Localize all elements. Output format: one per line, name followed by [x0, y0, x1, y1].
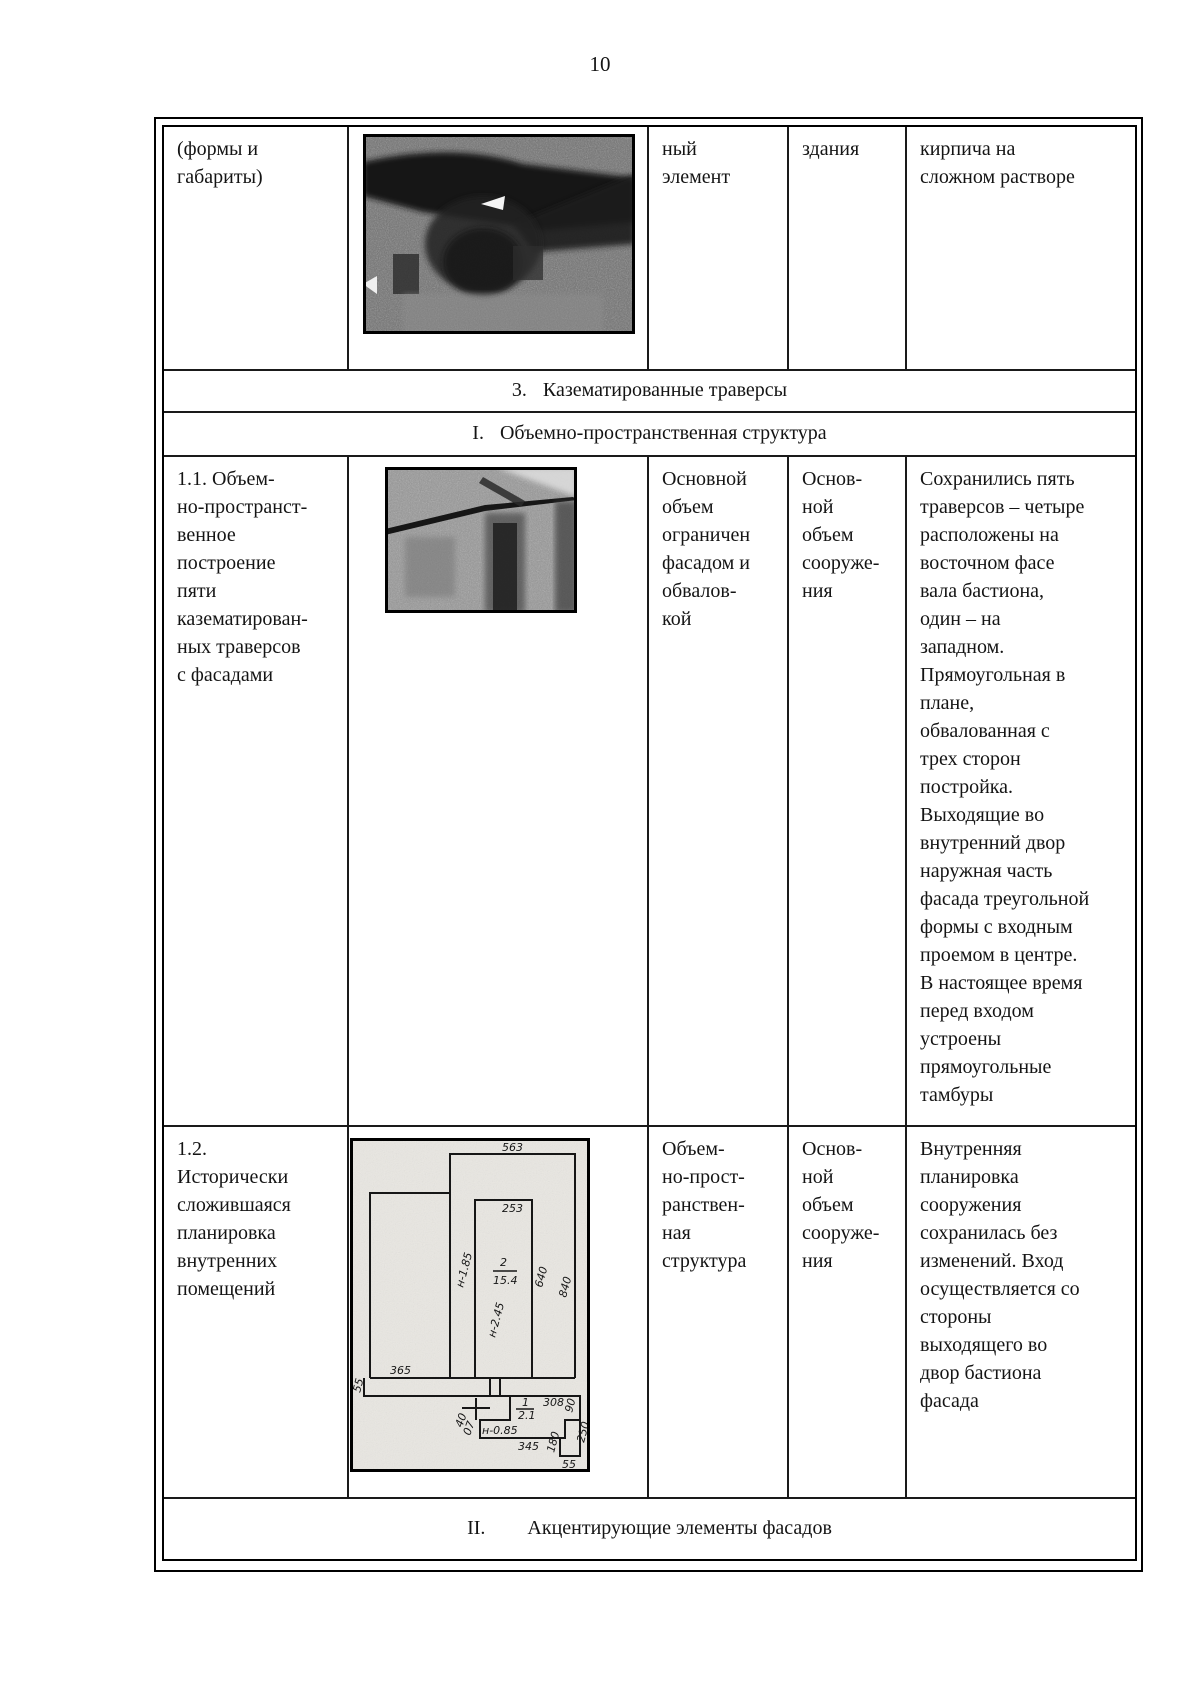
plan-dim-180: 180 [544, 1430, 562, 1454]
table-outer-frame: (формы и габариты) [154, 117, 1143, 1572]
cell-element-continuation: ный элемент [649, 127, 789, 371]
plan-dim-253: 253 [502, 1202, 523, 1215]
section-3-number: 3. [511, 378, 527, 401]
section-II-title: Акцентирующие элементы фасадов [527, 1516, 832, 1539]
section-I-number: I. [472, 421, 484, 444]
floor-plan-drawing: 563 253 н-1.85 н-2.45 2 15.4 640 840 365… [350, 1138, 590, 1472]
cell-volume-1-1: Основной объем ограничен фасадом и обвал… [649, 457, 789, 1127]
plan-room2-num: 2 [500, 1256, 507, 1269]
cell-description-1-1: Сохранились пять траверсов – четыре расп… [907, 457, 1135, 1127]
plan-room2-area: 15.4 [493, 1274, 518, 1287]
section-3-header: 3. Казематированные траверсы [164, 371, 1135, 413]
plan-room1-num: 1 [522, 1396, 529, 1409]
section-3-title: Казематированные траверсы [542, 378, 788, 401]
cell-volume-1-2: Объем- но-прост- ранствен- ная структура [649, 1127, 789, 1499]
cell-holder-continuation: здания [789, 127, 907, 371]
plan-dim-h085: н-0.85 [482, 1424, 518, 1437]
section-II-header: II. Акцентирующие элементы фасадов [164, 1499, 1135, 1559]
cell-feature-1-2: 1.2. Исторически сложившаяся планировка … [164, 1127, 349, 1499]
cell-feature-1-1: 1.1. Объем- но-пространст- венное постро… [164, 457, 349, 1127]
plan-dim-308: 308 [543, 1396, 564, 1409]
plan-dim-563: 563 [502, 1141, 523, 1154]
cell-object-1-1: Основ- ной объем сооруже- ния [789, 457, 907, 1127]
photo-arched-brick-structure [363, 134, 635, 334]
cell-image-1-1 [349, 457, 649, 1127]
cell-image-1-2: 563 253 н-1.85 н-2.45 2 15.4 640 840 365… [349, 1127, 649, 1499]
cell-image-continuation [349, 127, 649, 371]
cell-object-1-2: Основ- ной объем сооруже- ния [789, 1127, 907, 1499]
plan-dim-90: 90 [562, 1397, 578, 1414]
plan-dim-640: 640 [532, 1265, 550, 1289]
section-II-number: II. [467, 1516, 486, 1539]
plan-dim-07: 07 [461, 1419, 478, 1437]
plan-dim-840: 840 [556, 1275, 574, 1299]
plan-room1-area: 2.1 [518, 1409, 536, 1422]
characteristics-table: (формы и габариты) [162, 125, 1137, 1561]
section-I-title: Объемно-пространственная структура [499, 421, 827, 444]
plan-dim-365: 365 [390, 1364, 411, 1377]
page-number: 10 [589, 52, 611, 76]
plan-dim-55-left: 55 [350, 1377, 366, 1394]
cell-description-1-2: Внутренняя планировка сооружения сохрани… [907, 1127, 1135, 1499]
plan-dim-250: 250 [574, 1420, 590, 1444]
cell-feature-continuation: (формы и габариты) [164, 127, 349, 371]
plan-dim-40: 40 [453, 1411, 470, 1429]
photo-traverse-facade [385, 467, 577, 613]
plan-dim-55-bottom: 55 [562, 1458, 576, 1471]
plan-dim-345: 345 [518, 1440, 539, 1453]
cell-description-continuation: кирпича на сложном растворе [907, 127, 1135, 371]
section-I-header: I. Объемно-пространственная структура [164, 413, 1135, 457]
